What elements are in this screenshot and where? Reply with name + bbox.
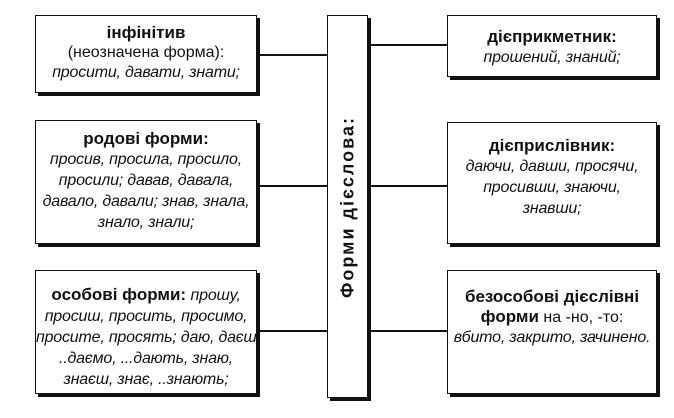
- participle-box: дієприкметник: прошений, знаний;: [447, 15, 657, 77]
- participle-examples: прошений, знаний;: [448, 47, 656, 68]
- example-line: даючи, давши, просячи,: [465, 158, 639, 175]
- example-line: просивши, знаючи,: [483, 179, 621, 196]
- gender-forms-box: родові форми: просив, просила, просило, …: [35, 120, 257, 244]
- gender-forms-title: родові форми:: [83, 129, 209, 148]
- center-title: Форми дієслова:: [337, 115, 357, 298]
- adverbial-participle-title: дієприслівник:: [488, 136, 616, 155]
- personal-forms-examples: просиш, просить, просимо, просите, прося…: [36, 306, 261, 390]
- infinitive-subtitle: (неозначена форма):: [67, 44, 225, 61]
- impersonal-forms-second-line: форми на -но, -то:: [448, 307, 656, 327]
- example-line: знало, знали;: [97, 214, 195, 231]
- personal-forms-title: особові форми:: [51, 285, 187, 304]
- impersonal-forms-box: безособові дієслівні форми на -но, -то: …: [447, 270, 657, 394]
- impersonal-forms-examples: вбито, закрито, зачинено.: [448, 327, 656, 348]
- gender-forms-examples: просив, просила, просило, просили; давав…: [36, 149, 256, 233]
- example-line: просили; давав, давала,: [58, 172, 234, 189]
- example-line: просив, просила, просило,: [50, 151, 242, 168]
- infinitive-title: інфінітив: [106, 23, 186, 42]
- center-box: Форми дієслова:: [327, 15, 368, 398]
- connector-adverbial-participle: [367, 185, 447, 187]
- connector-gender-forms: [256, 185, 328, 187]
- example-line: ..даємо, ...дають, знаю,: [59, 350, 233, 367]
- connector-participle: [367, 44, 447, 46]
- impersonal-forms-title2: форми: [480, 307, 539, 326]
- example-line: знаєш, знає, ..знають;: [63, 371, 229, 388]
- example-line: просити, давати, знати;: [52, 64, 240, 81]
- example-line: просиш, просить, просимо,: [44, 308, 248, 325]
- example-line: давало, давали; знав, знала,: [42, 193, 250, 210]
- infinitive-box: інфінітив (неозначена форма): просити, д…: [35, 15, 257, 93]
- example-line: знавши;: [522, 200, 582, 217]
- impersonal-forms-title: безособові дієслівні: [464, 287, 640, 306]
- connector-impersonal-forms: [367, 330, 447, 332]
- personal-forms-box: особові форми: прошу, просиш, просить, п…: [35, 270, 261, 394]
- connector-infinitive: [256, 54, 328, 56]
- participle-title: дієприкметник:: [487, 27, 617, 46]
- adverbial-participle-examples: даючи, давши, просячи, просивши, знаючи,…: [448, 156, 656, 219]
- example-line: прошений, знаний;: [483, 49, 621, 66]
- example-line: вбито, закрито, зачинено.: [453, 329, 651, 346]
- infinitive-examples: просити, давати, знати;: [36, 62, 256, 83]
- personal-forms-first-line: особові форми: прошу,: [36, 285, 256, 306]
- impersonal-forms-suffix: на -но, -то:: [543, 309, 624, 326]
- adverbial-participle-box: дієприслівник: даючи, давши, просячи, пр…: [447, 122, 657, 244]
- connector-personal-forms: [256, 330, 328, 332]
- example-line: просите, просять; даю, даєш,: [36, 329, 261, 346]
- personal-forms-first-example: прошу,: [190, 287, 241, 304]
